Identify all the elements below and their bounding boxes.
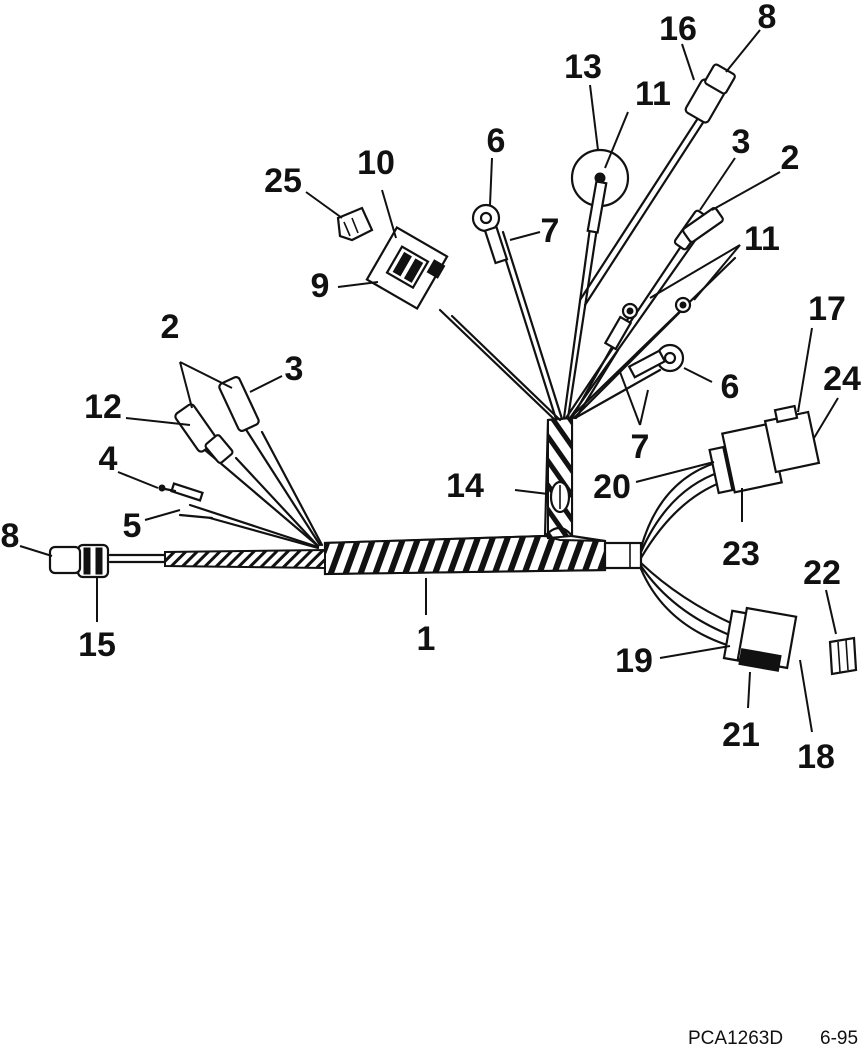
callout-6-upper: 6 bbox=[487, 122, 506, 160]
callout-7-lower: 7 bbox=[631, 428, 650, 466]
callout-18: 18 bbox=[797, 738, 835, 776]
plate-13 bbox=[570, 148, 630, 234]
callout-12: 12 bbox=[84, 388, 122, 426]
figure-code: PCA1263D bbox=[688, 1028, 783, 1049]
main-harness-trunk bbox=[323, 416, 643, 576]
callout-3-left: 3 bbox=[285, 350, 304, 388]
callout-3-right: 3 bbox=[732, 123, 751, 161]
callout-14: 14 bbox=[446, 467, 484, 505]
ring-terminal-right bbox=[627, 343, 685, 379]
left-branch bbox=[48, 543, 326, 579]
callout-15: 15 bbox=[78, 626, 116, 664]
ring-terminal-upper bbox=[471, 203, 509, 265]
callout-11-right: 11 bbox=[744, 220, 780, 258]
callout-22: 22 bbox=[803, 554, 841, 592]
callout-9: 9 bbox=[311, 267, 330, 305]
callout-8-right: 8 bbox=[758, 0, 777, 36]
upper-left-wires bbox=[158, 376, 324, 550]
callouts: 1 2 3 4 5 12 8 15 6 7 9 10 25 13 11 16 8… bbox=[1, 0, 861, 776]
callout-11-upper: 11 bbox=[635, 75, 671, 113]
connector-18-19 bbox=[722, 606, 798, 672]
figure-date: 6-95 bbox=[820, 1028, 858, 1049]
callout-16: 16 bbox=[659, 10, 697, 48]
callout-10: 10 bbox=[357, 144, 395, 182]
callout-7-upper: 7 bbox=[541, 212, 560, 250]
callout-24: 24 bbox=[823, 360, 861, 398]
terminals-11-right bbox=[603, 296, 692, 351]
leader-lines bbox=[19, 29, 839, 733]
callout-17: 17 bbox=[808, 290, 846, 328]
plug-22 bbox=[828, 636, 858, 676]
connector-9-10 bbox=[365, 226, 449, 310]
connectors-right-upper bbox=[673, 207, 724, 251]
callout-25: 25 bbox=[264, 162, 302, 200]
footer: PCA1263D 6-95 bbox=[688, 1028, 858, 1049]
callout-20: 20 bbox=[593, 468, 631, 506]
callout-19: 19 bbox=[615, 642, 653, 680]
callout-13: 13 bbox=[564, 48, 602, 86]
callout-5: 5 bbox=[123, 507, 142, 545]
callout-6-right: 6 bbox=[721, 368, 740, 406]
callout-21: 21 bbox=[722, 716, 760, 754]
clip-25 bbox=[336, 206, 374, 242]
callout-8-left: 8 bbox=[1, 517, 20, 555]
callout-2-left: 2 bbox=[161, 308, 180, 346]
connector-20-24 bbox=[708, 404, 821, 495]
right-wires bbox=[639, 460, 737, 648]
callout-2-right: 2 bbox=[781, 139, 800, 177]
callout-23: 23 bbox=[722, 535, 760, 573]
callout-1: 1 bbox=[417, 620, 436, 658]
callout-4: 4 bbox=[99, 440, 118, 478]
